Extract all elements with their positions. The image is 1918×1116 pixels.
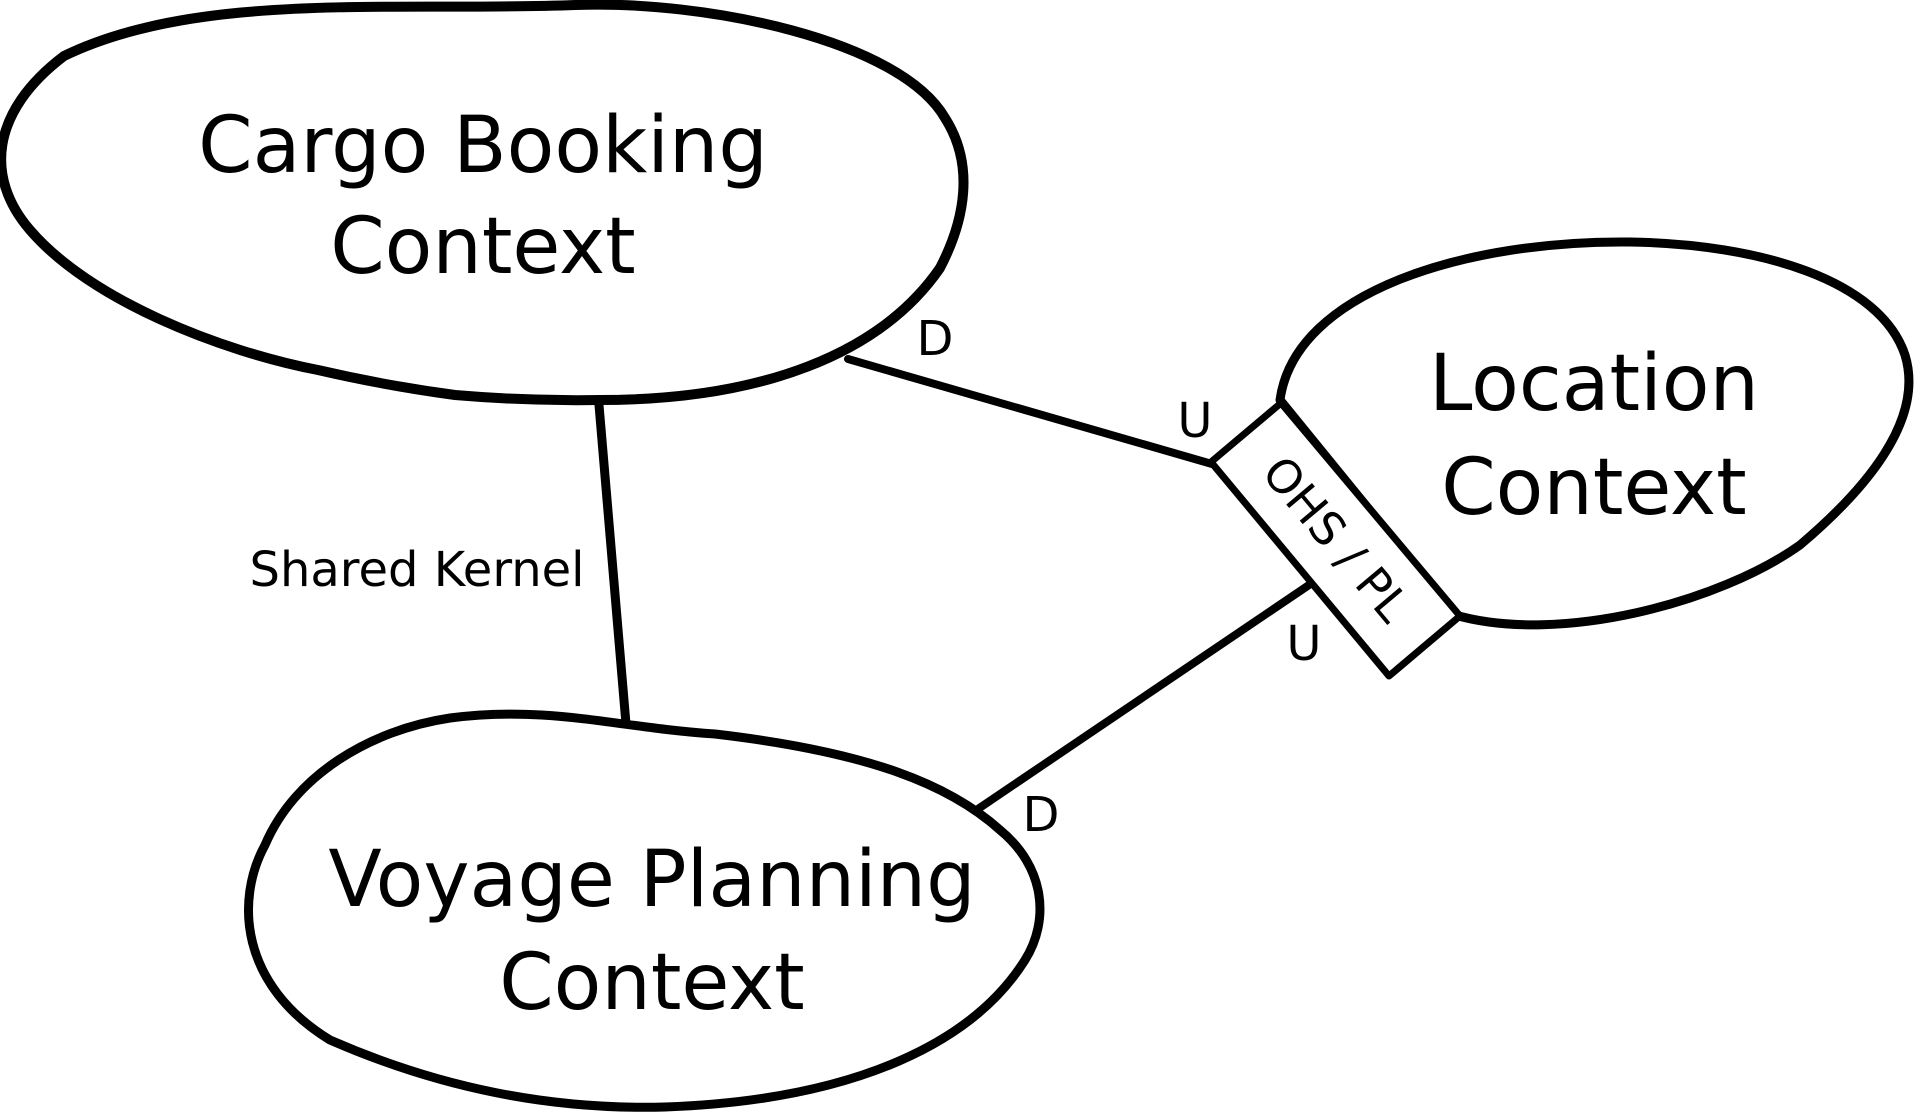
cargo-booking-context-shape bbox=[0, 0, 969, 406]
cargo-booking-title-line2: Context bbox=[330, 202, 636, 292]
location-context-shape bbox=[1275, 237, 1914, 630]
voyage-downstream-marker: D bbox=[1023, 787, 1060, 843]
location-title-line2: Context bbox=[1441, 443, 1747, 533]
ohs-pl-box bbox=[1207, 399, 1464, 680]
shared-kernel-label: Shared Kernel bbox=[249, 542, 584, 598]
cargo-booking-title-line1: Cargo Booking bbox=[198, 101, 768, 191]
voyage-planning-title-line1: Voyage Planning bbox=[328, 835, 975, 925]
voyage-location-upstream-marker: U bbox=[1286, 616, 1321, 672]
cargo-location-link bbox=[844, 355, 1216, 468]
cargo-downstream-marker: D bbox=[917, 311, 954, 367]
voyage-planning-context-shape bbox=[244, 709, 1045, 1112]
shared-kernel-link bbox=[594, 400, 631, 729]
voyage-planning-title-line2: Context bbox=[499, 938, 805, 1028]
voyage-location-link bbox=[971, 581, 1313, 815]
cargo-location-upstream-marker: U bbox=[1177, 393, 1212, 449]
location-title-line1: Location bbox=[1429, 339, 1759, 429]
